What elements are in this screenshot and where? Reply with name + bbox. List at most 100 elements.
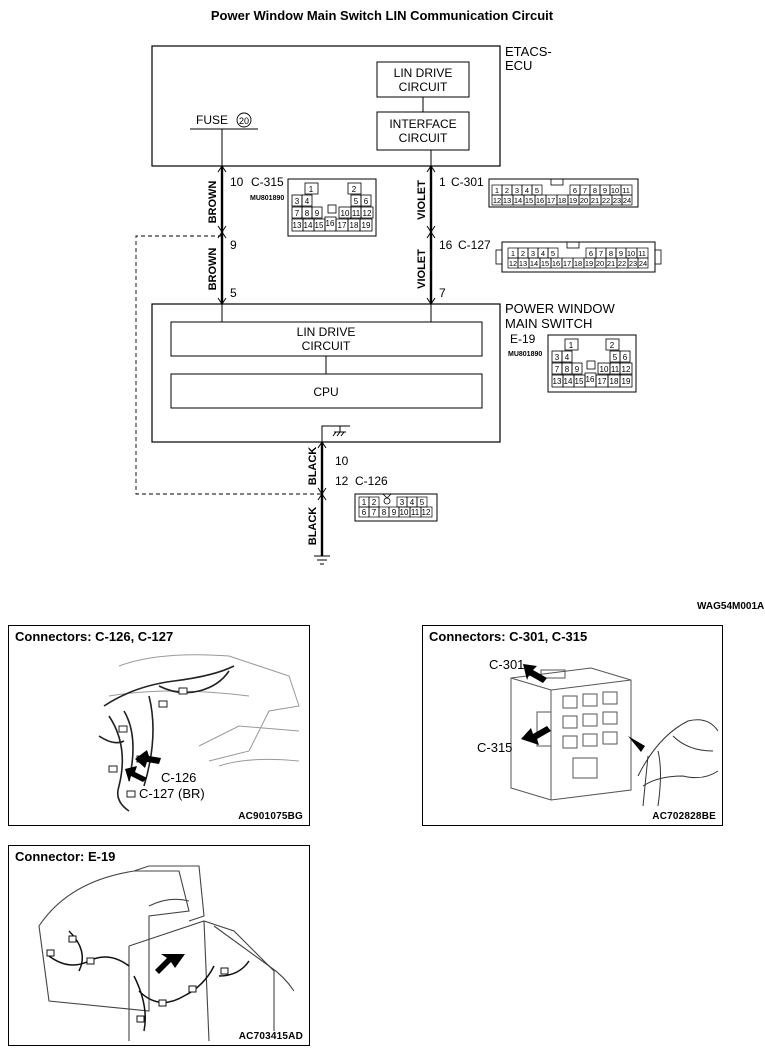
connector-pin-label: 24 xyxy=(623,196,631,205)
connector-face-c301: 1 2 3 4 5 6 7 8 9 10 11 12 13 14 15 16 1… xyxy=(488,178,639,208)
pwms-label: POWER WINDOW xyxy=(505,301,615,316)
connector-pin-label: 15 xyxy=(575,377,584,386)
connector-pin-label: 7 xyxy=(583,186,587,195)
connector-pin-label: 11 xyxy=(411,508,420,517)
connector-pin-label: 8 xyxy=(382,508,387,517)
connector-name-c315: C-315 xyxy=(251,175,284,189)
connector-pin-label: 11 xyxy=(622,186,630,195)
connector-pin-label: 24 xyxy=(639,259,647,268)
etacs-ecu-illustration xyxy=(510,664,719,807)
connector-pin-label: 23 xyxy=(613,196,621,205)
etacs-interface-text: INTERFACE xyxy=(389,117,456,131)
callout-c126: C-126 xyxy=(161,770,197,785)
connector-pin-label: 14 xyxy=(304,221,313,230)
fuse-number-circle xyxy=(236,112,252,128)
brown-wire-label: BROWN xyxy=(207,181,219,224)
connector-pin-label: 21 xyxy=(591,196,599,205)
connector-pin-label: 9 xyxy=(603,186,607,195)
connector-name-c127: C-127 xyxy=(458,238,491,252)
panel-c301-c315: Connectors: C-301, C-315 C-301 C-315 AC7… xyxy=(422,625,723,826)
figure-code: WAG54M001A xyxy=(697,601,765,612)
connector-pin-label: 3 xyxy=(515,186,519,195)
connector-pin-label: 16 xyxy=(536,196,544,205)
arrow-icon xyxy=(521,664,551,745)
connector-pin-label: 9 xyxy=(315,209,320,218)
fuse-label: FUSE xyxy=(196,113,228,127)
callout-c127: C-127 (BR) xyxy=(139,786,205,801)
connector-pin-label: 6 xyxy=(623,353,628,362)
connector-pin-label: 17 xyxy=(598,377,607,386)
connector-pin-label: 2 xyxy=(352,185,357,194)
shield-dashed-line xyxy=(135,235,322,495)
connector-part-number: MU801890 xyxy=(508,351,542,358)
dashboard-harness-illustration xyxy=(98,654,300,812)
connector-pin-label: 6 xyxy=(364,197,369,206)
connector-pin-label: 18 xyxy=(350,221,359,230)
connector-pin-label: 17 xyxy=(563,259,571,268)
pin-number: 5 xyxy=(230,286,237,300)
connector-pin-label: 9 xyxy=(619,249,623,258)
connector-pin-label: 8 xyxy=(593,186,597,195)
fuse-number: 20 xyxy=(239,116,249,126)
connector-name-e19: E-19 xyxy=(510,332,536,346)
connector-pin-label: 5 xyxy=(613,353,618,362)
black-wire-label: BLACK xyxy=(307,507,319,546)
connector-arrow-mark xyxy=(317,441,327,501)
connector-name-c301: C-301 xyxy=(451,175,484,189)
connector-pin-label: 10 xyxy=(600,365,609,374)
arrow-icon xyxy=(155,954,185,974)
panel-title: Connector: E-19 xyxy=(15,849,116,864)
connector-pin-label: 2 xyxy=(372,498,377,507)
connector-pin-label: 22 xyxy=(618,259,626,268)
pin-number: 12 xyxy=(335,474,349,488)
callout-c301: C-301 xyxy=(489,657,525,672)
connector-pin-label: 23 xyxy=(629,259,637,268)
brown-wire-label: BROWN xyxy=(207,248,219,291)
pin-number: 1 xyxy=(439,175,446,189)
connector-pin-label: 3 xyxy=(531,249,535,258)
connector-face-e19: 1 2 3 4 5 6 7 8 9 10 11 12 13 14 15 16 1… xyxy=(547,334,637,393)
pwms-lin-drive-text: LIN DRIVE xyxy=(297,325,356,339)
connector-pin-label: 12 xyxy=(509,259,517,268)
panel-code: AC702828BE xyxy=(652,811,716,822)
pin-number: 16 xyxy=(439,238,453,252)
connector-pin-label: 19 xyxy=(362,221,371,230)
connector-pin-label: 4 xyxy=(305,197,310,206)
connector-part-number: MU801890 xyxy=(250,195,284,202)
connector-pin-label: 14 xyxy=(530,259,538,268)
connector-pin-label: 6 xyxy=(589,249,593,258)
connector-arrow-mark xyxy=(426,165,436,305)
connector-pin-label: 14 xyxy=(564,377,573,386)
connector-name-c126: C-126 xyxy=(355,474,388,488)
etacs-interface-text: CIRCUIT xyxy=(399,131,448,145)
pwms-cpu xyxy=(170,373,483,409)
etacs-interface-circuit xyxy=(376,111,470,151)
connector-pin-label: 1 xyxy=(309,185,314,194)
panel-title: Connectors: C-126, C-127 xyxy=(15,629,174,644)
connector-pin-label: 12 xyxy=(493,196,501,205)
connector-pin-label: 10 xyxy=(400,508,409,517)
connector-face-c127: 1 2 3 4 5 6 7 8 9 10 11 12 13 14 15 16 1… xyxy=(495,241,662,273)
connector-pin-label: 5 xyxy=(535,186,539,195)
connector-pin-label: 11 xyxy=(611,365,620,374)
connector-pin-label: 13 xyxy=(503,196,511,205)
connector-pin-label: 17 xyxy=(338,221,347,230)
connector-pin-label: 4 xyxy=(525,186,529,195)
circuit-diagram: Power Window Main Switch LIN Communicati… xyxy=(135,8,662,565)
connector-pin-label: 7 xyxy=(372,508,377,517)
panel-title: Connectors: C-301, C-315 xyxy=(429,629,588,644)
power-window-main-switch-box xyxy=(151,303,501,443)
etacs-lin-drive-text: LIN DRIVE xyxy=(394,66,453,80)
pin-number: 9 xyxy=(230,238,237,252)
connector-pin-label: 6 xyxy=(573,186,577,195)
pin-number: 10 xyxy=(230,175,244,189)
connector-pin-label: 1 xyxy=(362,498,367,507)
connector-pin-label: 4 xyxy=(541,249,545,258)
connector-pin-label: 17 xyxy=(547,196,555,205)
callout-c315: C-315 xyxy=(477,740,513,755)
violet-wire-label: VIOLET xyxy=(416,249,428,289)
diagram-title: Power Window Main Switch LIN Communicati… xyxy=(211,8,554,23)
panel-code: AC703415AD xyxy=(238,1031,303,1042)
etacs-ecu-label: ECU xyxy=(505,58,532,73)
panel-code: AC901075BG xyxy=(238,811,303,822)
